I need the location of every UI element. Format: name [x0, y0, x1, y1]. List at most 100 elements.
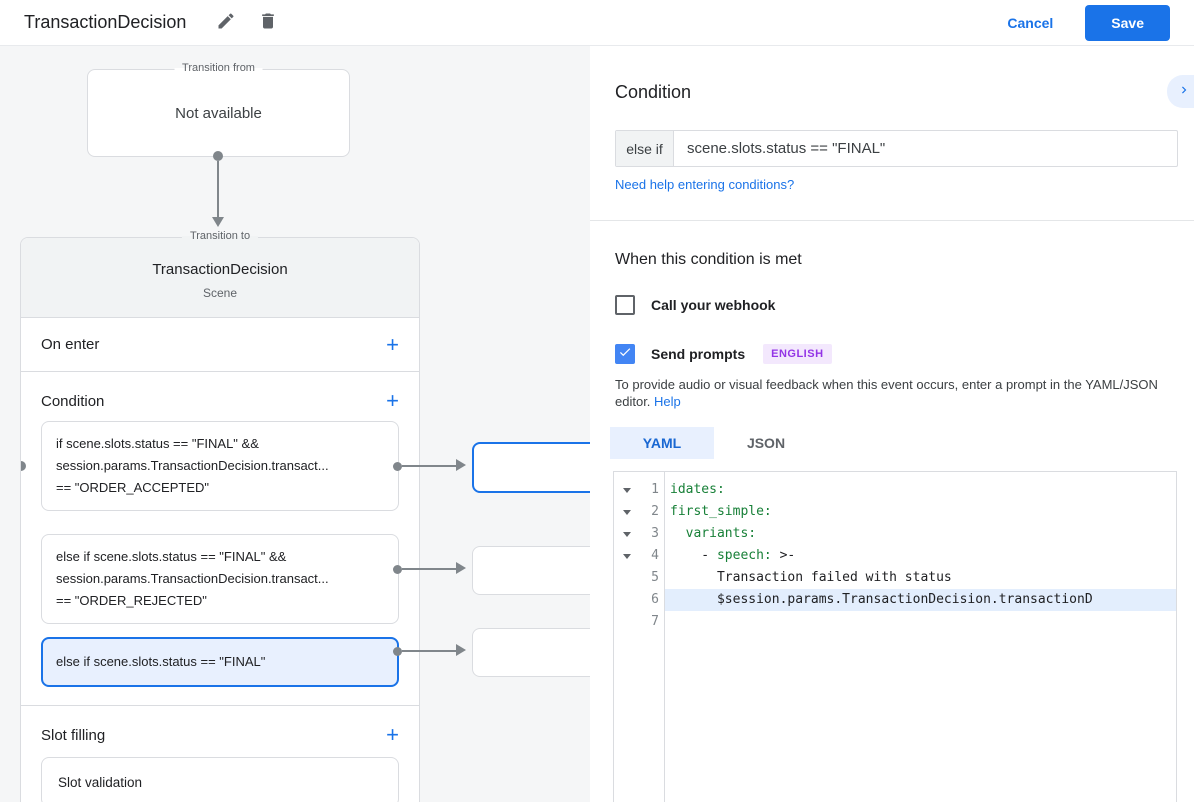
panel-divider [590, 220, 1194, 221]
tab-json[interactable]: JSON [714, 427, 818, 459]
fold-toggle [614, 611, 640, 633]
delete-scene-button[interactable] [256, 11, 280, 35]
send-prompts-label: Send prompts [651, 346, 746, 362]
editor-tabs: YAML JSON [610, 427, 818, 459]
editor-line: 3 variants: [614, 523, 1176, 545]
panel-title: Condition [615, 82, 692, 102]
send-prompts-row: Send prompts ENGLISH [615, 344, 832, 364]
connector-dot [393, 565, 402, 574]
transition-target-box-selected[interactable] [472, 442, 603, 493]
tab-yaml[interactable]: YAML [610, 427, 714, 459]
fold-toggle[interactable] [614, 479, 640, 501]
trash-icon [258, 11, 278, 34]
fold-toggle[interactable] [614, 523, 640, 545]
editor-line: 4 - speech: >- [614, 545, 1176, 567]
connector-dot [393, 462, 402, 471]
editor-line: 2 first_simple: [614, 501, 1176, 523]
line-number: 6 [651, 592, 659, 607]
condition-item-order-accepted[interactable]: if scene.slots.status == "FINAL" && sess… [41, 421, 399, 511]
webhook-checkbox[interactable] [615, 295, 635, 315]
code-text: first_simple: [665, 501, 1176, 523]
webhook-row: Call your webhook [615, 295, 775, 315]
line-number: 1 [651, 482, 659, 497]
code-key: first_simple: [670, 504, 772, 519]
editor-line: 7 [614, 611, 1176, 633]
chevron-right-icon [1177, 83, 1191, 100]
on-enter-label: On enter [41, 336, 100, 353]
top-bar: TransactionDecision Cancel Save [0, 0, 1194, 46]
transition-to-legend: Transition to [181, 230, 259, 242]
transition-from-box: Transition from Not available [87, 62, 350, 157]
slot-filling-section: Slot filling + Slot validation [21, 706, 419, 802]
arrow-right-icon [456, 644, 466, 656]
prompt-description: To provide audio or visual feedback when… [615, 376, 1173, 410]
code-text: idates: [665, 479, 1176, 501]
code-text: Transaction failed with status [665, 567, 1176, 589]
prompt-description-text: To provide audio or visual feedback when… [615, 377, 1158, 409]
add-slot-button[interactable]: + [386, 722, 399, 747]
code-key: idates: [670, 482, 725, 497]
edit-scene-button[interactable] [214, 11, 238, 35]
arrow-right-icon [456, 562, 466, 574]
fold-toggle [614, 589, 640, 611]
triangle-down-icon [623, 531, 631, 537]
line-number: 3 [651, 526, 659, 541]
transition-target-box[interactable] [472, 546, 603, 595]
code-text [665, 611, 1176, 633]
code-text: variants: [665, 523, 1176, 545]
fold-toggle[interactable] [614, 545, 640, 567]
condition-prefix-label: else if [616, 131, 674, 166]
condition-section: Condition + if scene.slots.status == "FI… [21, 372, 419, 706]
fold-toggle[interactable] [614, 501, 640, 523]
editor-line: 1 idates: [614, 479, 1176, 501]
condition-label: Condition [41, 392, 105, 410]
transition-to-card: Transition to TransactionDecision Scene … [20, 230, 420, 802]
add-condition-button[interactable]: + [386, 388, 399, 413]
send-prompts-checkbox[interactable] [615, 344, 635, 364]
condition-section-head: Condition + [41, 385, 399, 417]
webhook-label: Call your webhook [651, 297, 776, 313]
checkmark-icon [618, 345, 632, 364]
save-button[interactable]: Save [1085, 4, 1170, 41]
slot-validation-item[interactable]: Slot validation [41, 757, 399, 802]
arrow-right-icon [456, 459, 466, 471]
scene-subtitle: Scene [202, 286, 238, 300]
connector-line [402, 465, 458, 467]
yaml-editor[interactable]: 1 idates: 2 first_simple: 3 variants: 4 … [613, 471, 1177, 802]
transition-target-box[interactable] [472, 628, 603, 677]
line-number: 5 [651, 570, 659, 585]
transition-from-legend: Transition from [174, 62, 263, 74]
add-on-enter-button[interactable]: + [386, 331, 399, 357]
editor-line-highlighted: 6 $session.params.TransactionDecision.tr… [614, 589, 1176, 611]
condition-item-order-rejected[interactable]: else if scene.slots.status == "FINAL" &&… [41, 534, 399, 624]
arrow-down-icon [212, 217, 224, 227]
slot-filling-label: Slot filling [41, 726, 106, 744]
triangle-down-icon [623, 553, 631, 559]
collapse-panel-button[interactable] [1167, 75, 1194, 108]
cancel-button[interactable]: Cancel [989, 7, 1071, 39]
when-met-heading: When this condition is met [615, 251, 802, 268]
code-plain: $session.params.TransactionDecision.tran… [670, 592, 1093, 607]
on-enter-section: On enter + [21, 318, 419, 372]
scene-title: TransactionDecision [152, 261, 288, 278]
conditions-help-link[interactable]: Need help entering conditions? [615, 177, 795, 192]
triangle-down-icon [623, 509, 631, 515]
code-key: speech: [716, 548, 772, 563]
connector-line [402, 568, 458, 570]
code-plain: >- [771, 548, 796, 563]
line-number: 7 [651, 614, 659, 629]
condition-item-final-selected[interactable]: else if scene.slots.status == "FINAL" [41, 637, 399, 687]
line-number: 2 [651, 504, 659, 519]
code-plain: Transaction failed with status [670, 570, 952, 585]
code-key: variants: [685, 526, 757, 541]
code-plain: - [670, 548, 717, 563]
condition-expression-input[interactable] [674, 131, 1177, 166]
code-text: $session.params.TransactionDecision.tran… [665, 589, 1176, 611]
prompt-help-link[interactable]: Help [654, 394, 681, 409]
connector-line [402, 650, 458, 652]
gutter-divider [664, 472, 665, 802]
page-title: TransactionDecision [24, 12, 187, 32]
line-number: 4 [651, 548, 659, 563]
code-plain [670, 526, 686, 541]
